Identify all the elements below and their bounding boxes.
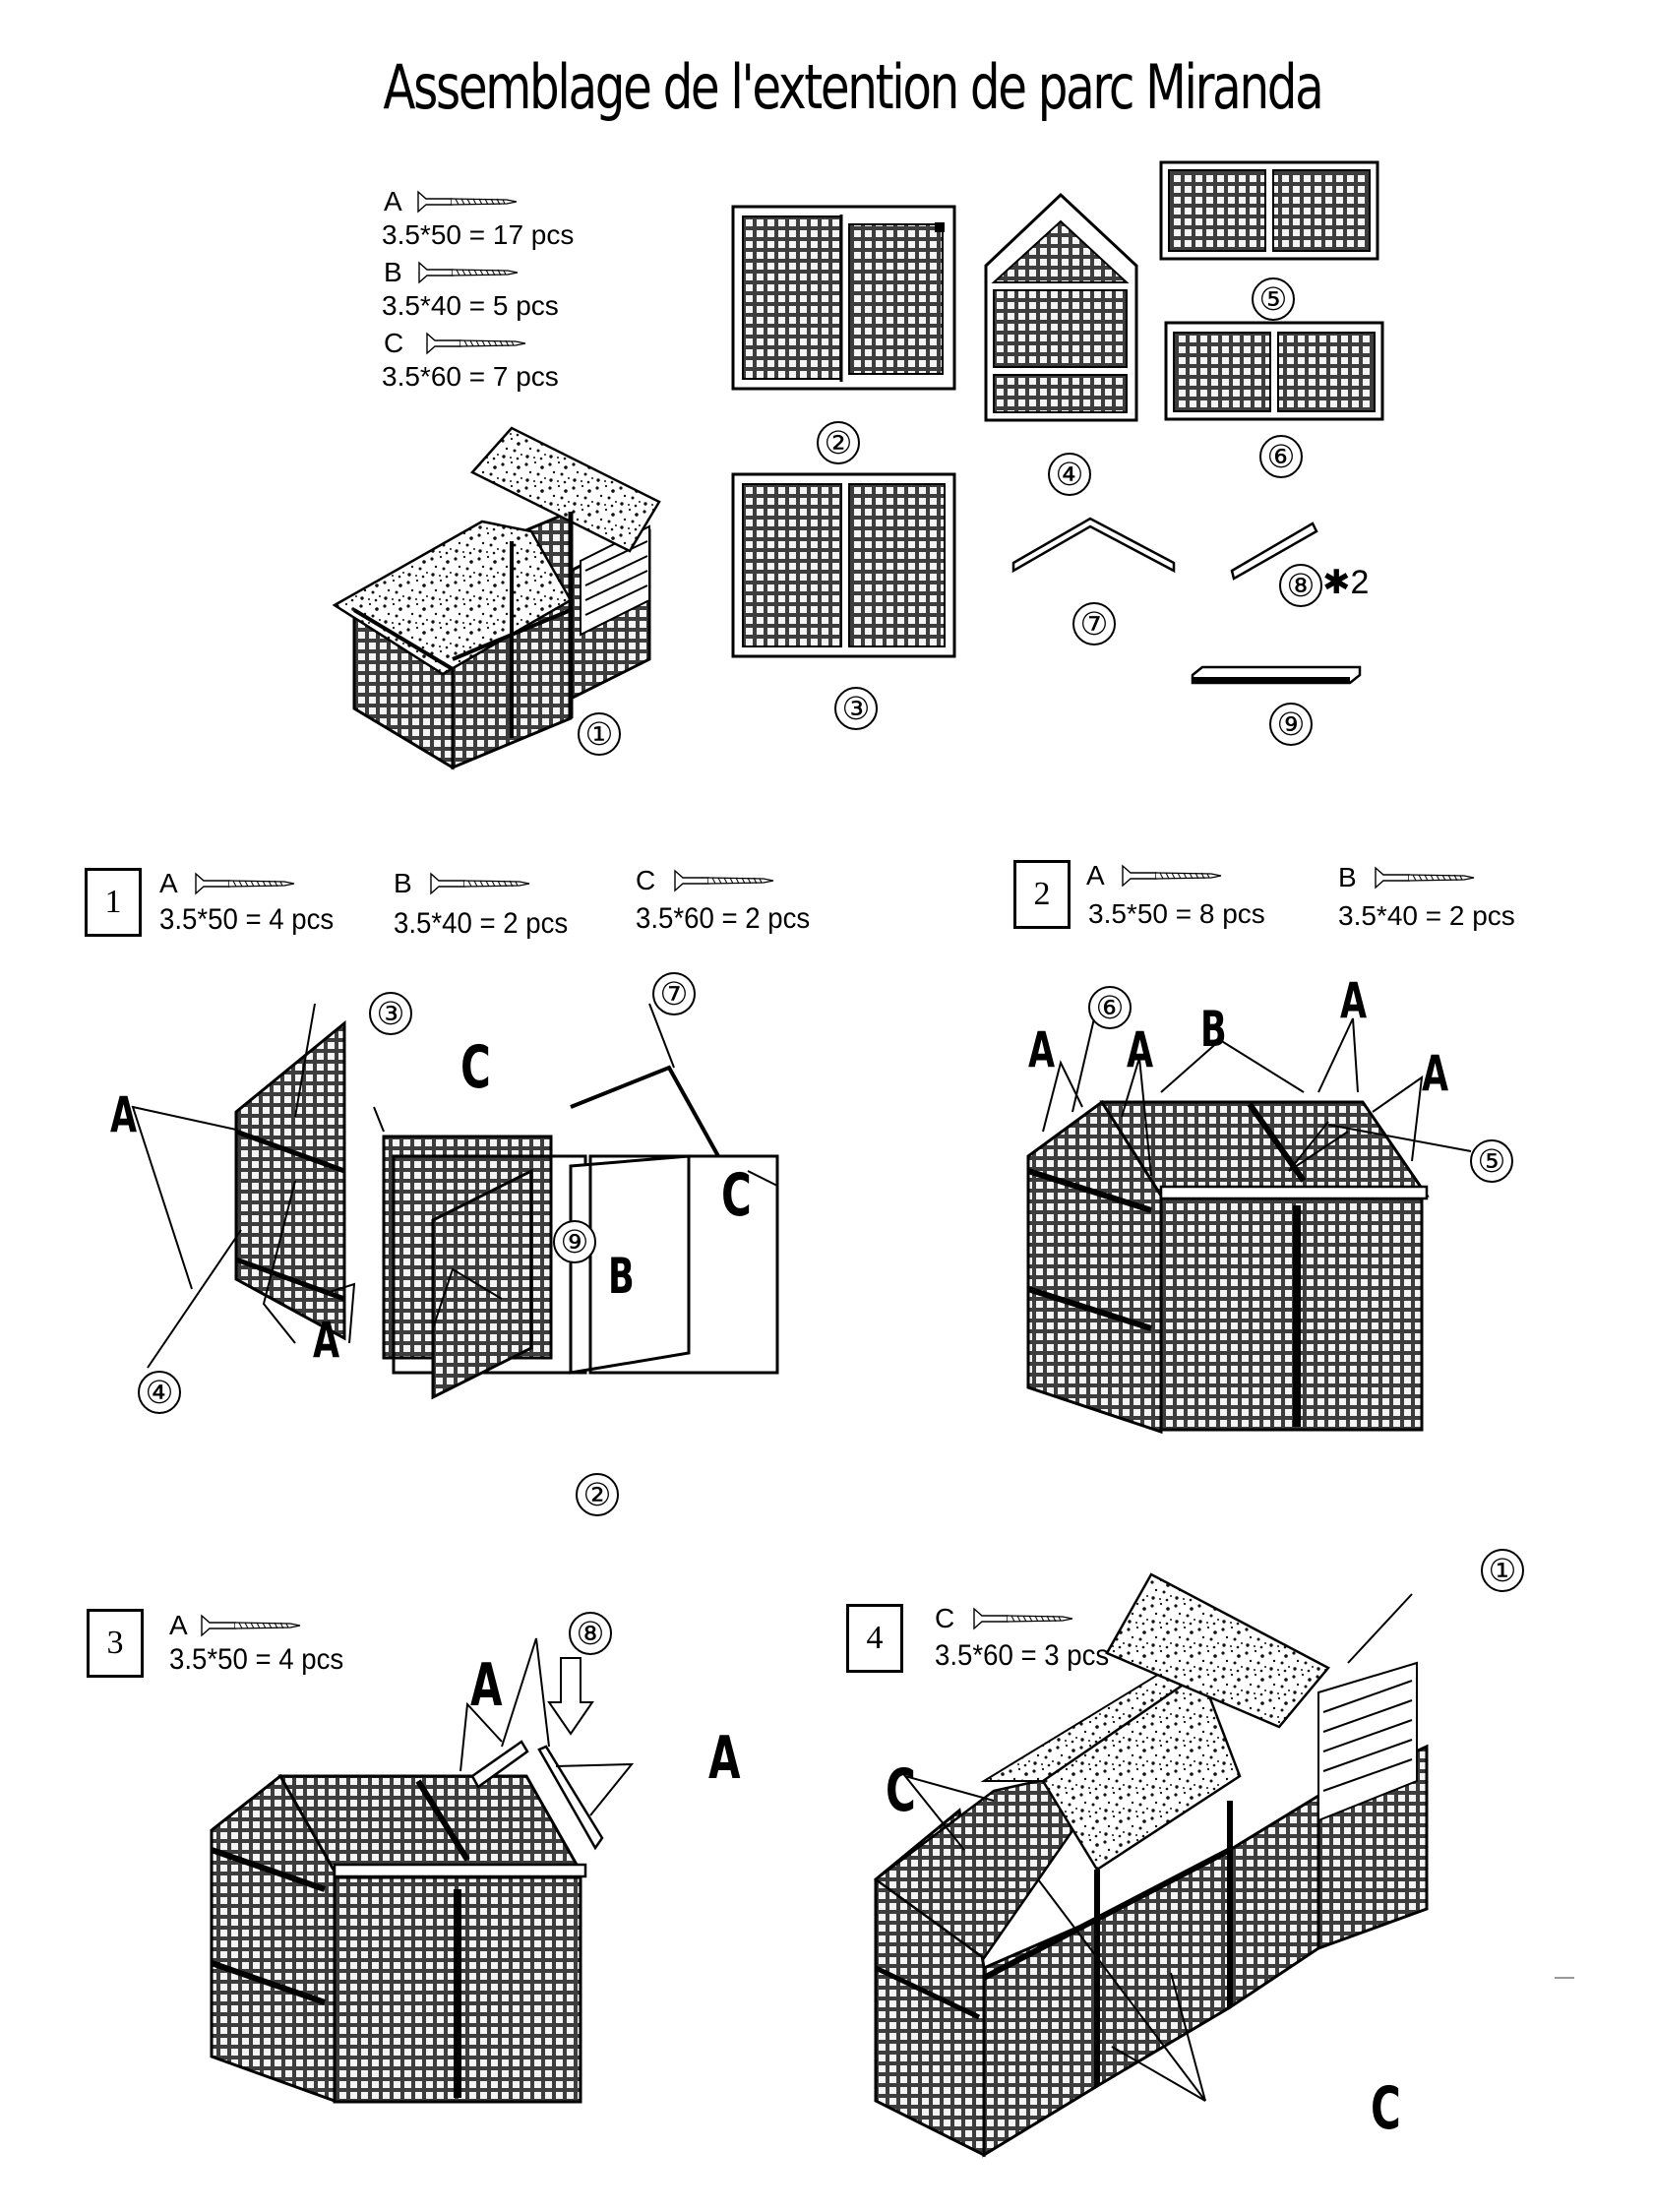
- step-2-letter-b: B: [1200, 1001, 1227, 1058]
- screw-icon: [426, 332, 526, 354]
- step-2-screw-b: B: [1338, 862, 1476, 892]
- screw-spec: 3.5*40 = 2 pcs: [1338, 900, 1515, 931]
- screw-spec: 3.5*40 = 2 pcs: [394, 907, 569, 940]
- ridge-rail-illustration: [1230, 522, 1318, 581]
- step-2-badge: 2: [1013, 860, 1071, 929]
- screw-letter: C: [636, 865, 656, 895]
- step-1-letter-a: A: [110, 1086, 138, 1143]
- screw-icon: [418, 261, 520, 283]
- screw-spec: 3.5*50 = 17 pcs: [382, 219, 575, 250]
- screw-icon: [430, 872, 531, 894]
- screw-b-row: B: [384, 257, 520, 287]
- part-callout-3: ③: [834, 687, 878, 730]
- step-3-letter-a: A: [708, 1724, 741, 1793]
- screw-letter: B: [384, 257, 402, 287]
- step-4-badge: 4: [846, 1604, 903, 1673]
- screw-icon: [674, 869, 774, 891]
- step-1-illustration: [131, 1003, 779, 1400]
- step-2-illustration: [1026, 1017, 1472, 1435]
- step-2-letter-a: A: [1127, 1021, 1154, 1078]
- step-3-letter-a: A: [470, 1651, 503, 1720]
- screw-letter: A: [1086, 860, 1104, 891]
- screw-letter: B: [394, 868, 412, 898]
- step-2-letter-a: A: [1340, 972, 1368, 1029]
- part-callout-2: ②: [817, 421, 860, 464]
- side-mesh-panel-illustration: [1164, 321, 1384, 421]
- step-3-badge: 3: [87, 1609, 144, 1678]
- step-1-callout-7: ⑦: [652, 972, 696, 1015]
- step-2-callout-6: ⑥: [1088, 986, 1132, 1029]
- step-3-screw-a: A: [169, 1610, 301, 1640]
- step-1-letter-a: A: [313, 1312, 340, 1369]
- screw-letter: A: [159, 868, 177, 898]
- step-1-screw-c: C: [636, 865, 774, 895]
- screw-spec: 3.5*40 = 5 pcs: [382, 290, 559, 321]
- gable-panel-illustration: [984, 192, 1138, 422]
- step-4-letter-c: C: [886, 1756, 916, 1825]
- part-callout-4: ④: [1048, 453, 1091, 496]
- part-callout-1: ①: [578, 712, 621, 756]
- step-3-callout-8: ⑧: [569, 1612, 612, 1655]
- step-4-illustration: [873, 1572, 1574, 2158]
- step-2-letter-a: A: [1028, 1021, 1056, 1078]
- screw-letter: B: [1338, 862, 1357, 892]
- part-callout-8: ⑧: [1279, 564, 1322, 607]
- assembled-coop-illustration: [332, 426, 661, 770]
- step-1-callout-4: ④: [138, 1371, 181, 1414]
- screw-spec: 3.5*50 = 4 pcs: [169, 1643, 344, 1676]
- roof-mesh-panel-illustration: [1159, 160, 1379, 261]
- step-3-illustration: [210, 1637, 635, 2104]
- screw-spec: 3.5*60 = 7 pcs: [382, 361, 559, 392]
- step-1-letter-b: B: [608, 1248, 635, 1305]
- screw-letter: A: [384, 186, 401, 216]
- floor-board-illustration: [1191, 665, 1362, 685]
- part-8-quantity: ✱2: [1322, 564, 1370, 601]
- part-callout-5: ⑤: [1252, 277, 1295, 321]
- step-1-callout-9: ⑨: [553, 1220, 596, 1263]
- step-1-badge: 1: [85, 868, 142, 937]
- step-1-letter-c: C: [460, 1033, 491, 1102]
- screw-letter: C: [384, 328, 404, 358]
- screw-c-row: C: [384, 328, 526, 358]
- screw-letter: A: [169, 1610, 187, 1640]
- door-panel-illustration: [731, 205, 956, 391]
- screw-a-row: A: [384, 186, 518, 216]
- step-1-callout-3: ③: [369, 992, 412, 1035]
- step-4-callout-1: ①: [1481, 1549, 1524, 1592]
- mesh-panel-illustration: [731, 472, 956, 658]
- step-1-screw-a: A: [159, 868, 295, 898]
- screw-icon: [1122, 864, 1222, 887]
- step-4-letter-c: C: [1371, 2074, 1401, 2143]
- screw-spec: 3.5*50 = 8 pcs: [1088, 898, 1265, 929]
- screw-icon: [1375, 866, 1476, 889]
- step-1-letter-c: C: [721, 1161, 752, 1230]
- part-callout-9: ⑨: [1269, 703, 1313, 746]
- step-4-screw-c: C: [935, 1603, 1073, 1633]
- screw-icon: [195, 872, 295, 894]
- step-1-callout-2: ②: [576, 1473, 619, 1516]
- screw-spec: 3.5*60 = 3 pcs: [935, 1639, 1110, 1672]
- screw-spec: 3.5*50 = 4 pcs: [159, 903, 335, 936]
- step-2-letter-a: A: [1422, 1045, 1449, 1102]
- part-callout-7: ⑦: [1072, 602, 1116, 645]
- part-callout-6: ⑥: [1259, 435, 1303, 478]
- screw-icon: [417, 190, 518, 213]
- step-1-screw-b: B: [394, 868, 531, 898]
- screw-spec: 3.5*60 = 2 pcs: [636, 902, 811, 935]
- step-2-screw-a: A: [1086, 860, 1222, 891]
- roof-truss-illustration: [1011, 517, 1176, 574]
- screw-letter: C: [935, 1603, 955, 1633]
- step-2-callout-5: ⑤: [1470, 1139, 1513, 1183]
- page-title: Assemblage de l'extention de parc Mirand…: [383, 51, 1323, 123]
